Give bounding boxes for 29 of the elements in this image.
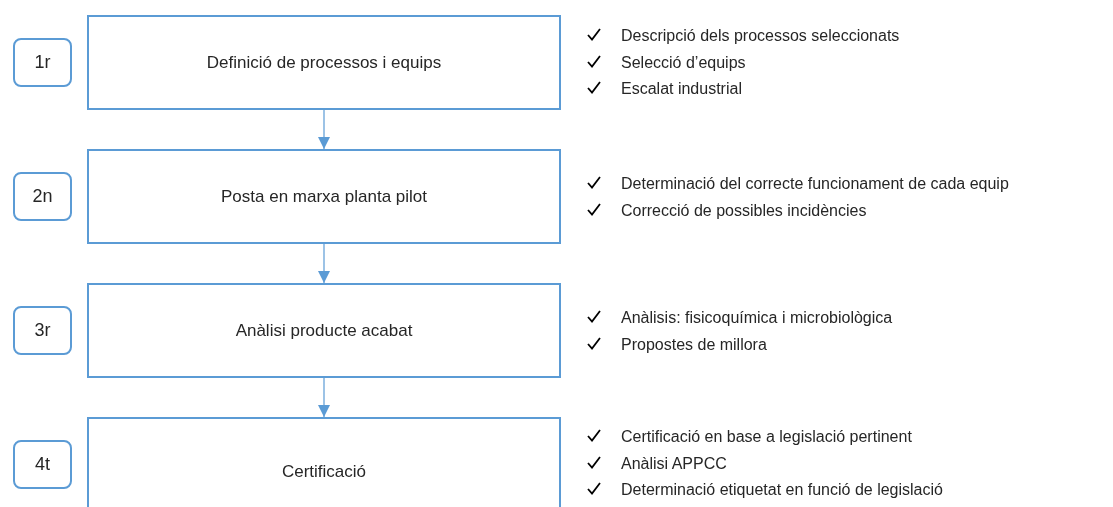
step-number: 2n xyxy=(32,186,53,207)
step-title: Posta en marxa planta pilot xyxy=(221,186,427,207)
arrow xyxy=(318,109,330,150)
arrow xyxy=(318,243,330,284)
step-title: Anàlisi producte acabat xyxy=(235,320,413,341)
process-box xyxy=(87,149,561,244)
step-number: 1r xyxy=(34,52,51,73)
step-number-box xyxy=(13,172,72,221)
checklist-item: Descripció dels processos seleccionats xyxy=(621,26,900,46)
checklist-item: Certificació en base a legislació pertinent xyxy=(621,427,912,447)
process-box xyxy=(87,417,561,507)
step-number: 4t xyxy=(35,454,50,475)
checklist-item: Propostes de millora xyxy=(621,334,767,355)
step-title: Certificació xyxy=(281,462,367,482)
step-number-box xyxy=(13,306,72,355)
checklist-item: Determinació etiquetat en funció de legislació xyxy=(621,480,943,500)
checklist-item: Correcció de possibles incidències xyxy=(621,200,867,221)
checklist-item: Selecció d’equips xyxy=(621,52,746,73)
arrow xyxy=(318,377,330,418)
checklist-item: Anàlisis: fisicoquímica i microbiològica xyxy=(621,308,893,328)
step-number-box xyxy=(13,440,72,489)
checklist-item: Determinació del correcte funcionament de cada equip xyxy=(621,174,1009,194)
checklist-item: Escalat industrial xyxy=(621,79,742,99)
process-box xyxy=(87,15,561,110)
process-box xyxy=(87,283,561,378)
step-number-box xyxy=(13,38,72,87)
checklist-item: Anàlisi APPCC xyxy=(621,453,727,474)
step-number: 3r xyxy=(34,320,51,341)
step-title: Definició de processos i equips xyxy=(206,52,442,73)
